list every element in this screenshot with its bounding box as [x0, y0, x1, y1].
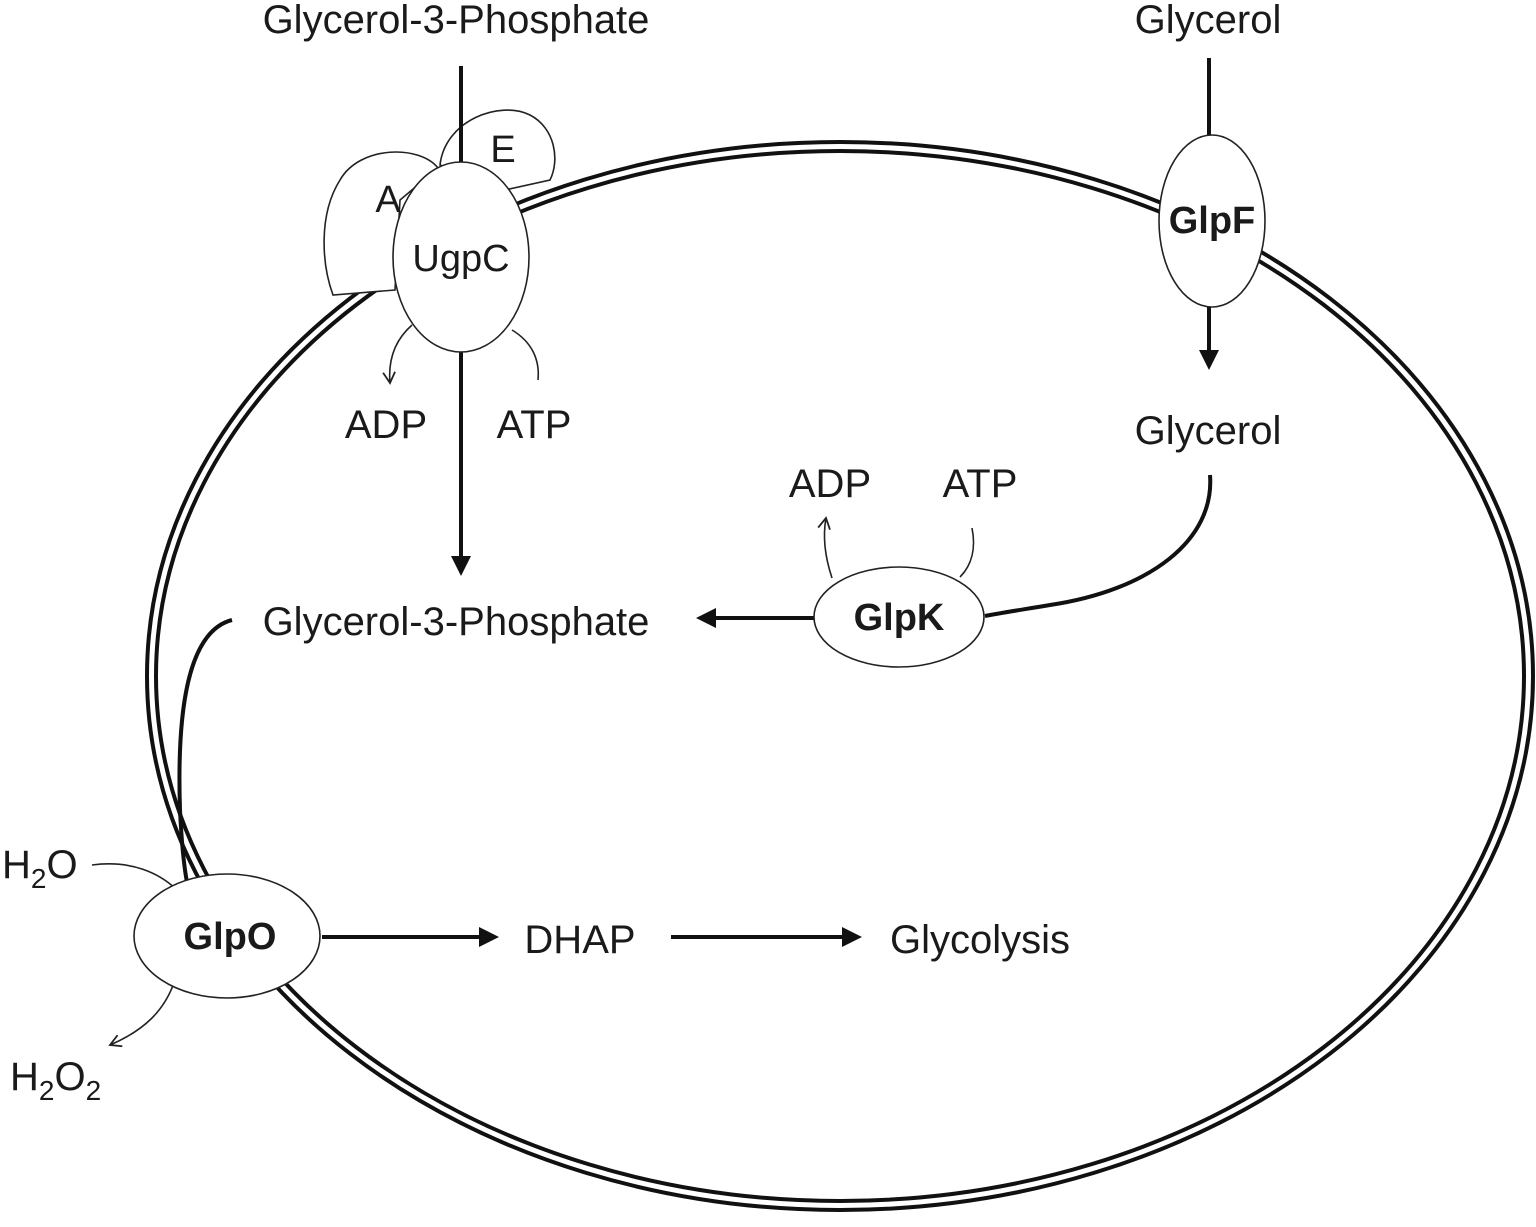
h2o2-o: O: [54, 1055, 85, 1099]
ugpc-label: UgpC: [412, 238, 509, 280]
ugpc-adp-label: ADP: [345, 403, 427, 447]
glycolysis-label: Glycolysis: [890, 918, 1070, 962]
subunit-a-label: A: [375, 179, 401, 221]
glpk-adp-label: ADP: [789, 462, 871, 506]
ugpc-adp-curve: [382, 324, 413, 385]
glycerol-to-glpk-curve: [984, 474, 1213, 618]
cell-membrane: [145, 140, 1535, 1212]
h2o-o: O: [46, 843, 77, 887]
glpf-label: GlpF: [1169, 200, 1256, 242]
subunit-e-label: E: [490, 129, 515, 171]
ugpc-atp-label: ATP: [497, 403, 572, 447]
h2o-h: H: [2, 843, 31, 887]
h2o2-sub2: 2: [86, 1075, 102, 1106]
glpk-label: GlpK: [854, 597, 945, 639]
dhap-label: DHAP: [524, 918, 635, 962]
g3p-inside-label: Glycerol-3-Phosphate: [263, 600, 650, 644]
glpk-enzyme: [813, 566, 985, 668]
h2o2-label: H2O2: [10, 1055, 101, 1106]
h2o-sub: 2: [31, 863, 47, 894]
glpo-label: GlpO: [184, 916, 277, 958]
subunit-a-shape: [323, 151, 440, 296]
glycerol-outside-label: Glycerol: [1135, 0, 1282, 42]
h2o2-h: H: [10, 1055, 39, 1099]
h2o-label: H2O: [2, 843, 78, 894]
glpf-channel: [1158, 134, 1266, 308]
ugpc-atp-curve: [511, 329, 540, 381]
g3p-outside-label: Glycerol-3-Phosphate: [263, 0, 650, 42]
glpk-adp-curve: [817, 516, 833, 579]
glpo-enzyme: [133, 873, 321, 999]
glycerol-inside-label: Glycerol: [1135, 409, 1282, 453]
glpk-atp-label: ATP: [943, 462, 1018, 506]
ugpc-transporter: [392, 161, 530, 353]
h2o2-curve: [108, 979, 176, 1048]
h2o2-sub1: 2: [39, 1075, 55, 1106]
g3p-to-glpo-curve: [177, 618, 233, 906]
glpk-atp-curve: [959, 527, 975, 578]
